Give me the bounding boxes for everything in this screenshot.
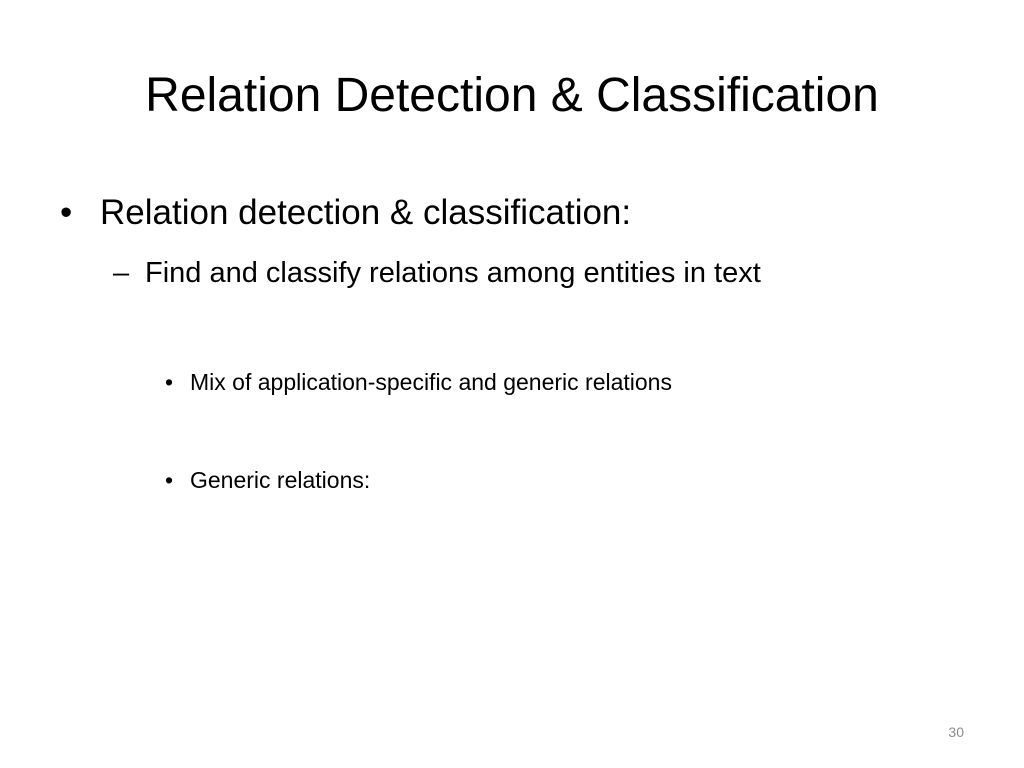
slide-number: 30 xyxy=(948,724,964,740)
bullet-text: Mix of application-specific and generic … xyxy=(190,369,672,395)
bullet-text: Generic relations: xyxy=(190,467,371,493)
bullet-icon: • xyxy=(60,193,73,232)
bullet-icon: • xyxy=(165,369,174,395)
slide-title: Relation Detection & Classification xyxy=(145,69,879,122)
bullet-text: Find and classify relations among entiti… xyxy=(145,257,761,289)
dash-icon: – xyxy=(113,257,130,289)
bullet-text: Relation detection & classification: xyxy=(100,193,632,232)
bullet-level-3: • Mix of application-specific and generic… xyxy=(165,364,672,400)
bullet-level-3: • Generic relations: xyxy=(165,462,370,498)
bullet-level-1: • Relation detection & classification: xyxy=(60,187,631,239)
bullet-icon: • xyxy=(165,467,174,493)
bullet-level-2: –Find and classify relations among entit… xyxy=(113,251,761,295)
